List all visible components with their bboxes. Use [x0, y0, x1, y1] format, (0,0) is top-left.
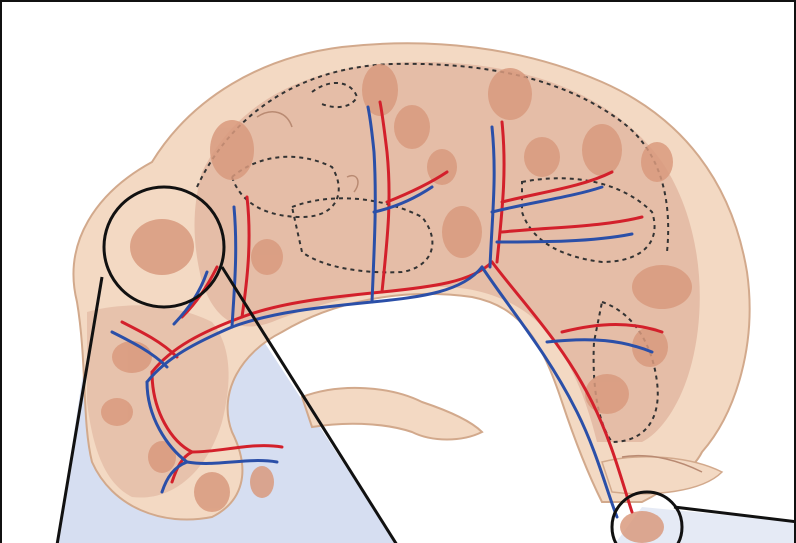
- embryo-tail: [302, 388, 482, 440]
